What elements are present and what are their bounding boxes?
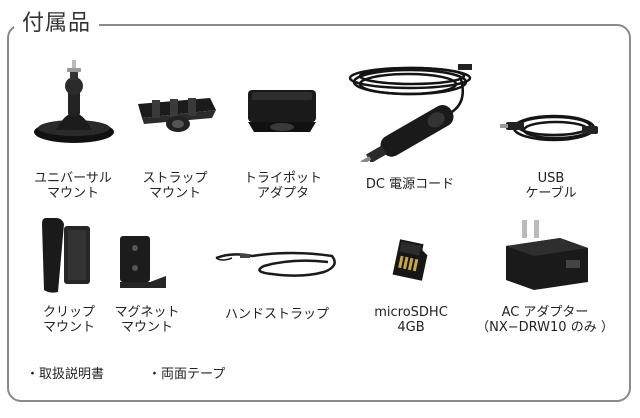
tripod-adapter-image [244,86,320,134]
hand-strap-image [212,244,342,284]
universal-mount-image [28,56,120,148]
note-double-sided-tape: ・両面テープ [148,367,226,382]
magnet-mount-label: マグネットマウント [114,305,180,335]
hand-strap-label: ハンドストラップ [224,307,329,322]
accessory-frame [7,24,631,402]
clip-mount-image [40,216,94,294]
usb-cable-image [500,104,604,152]
dc-power-cord-image [340,56,480,162]
strap-mount-image [132,94,218,136]
magnet-mount-image [116,234,168,290]
microsdhc-image [386,238,436,282]
ac-adapter-label: AC アダプター（NX−DRW10 のみ ） [476,305,614,335]
dc-power-cord-label: DC 電源コード [365,177,455,192]
clip-mount-label: クリップマウント [42,305,95,335]
ac-adapter-image [500,216,594,292]
strap-mount-label: ストラップマウント [142,171,208,201]
tripod-adapter-label: トライポットアダプタ [243,171,322,201]
note-manual: ・取扱説明書 [26,367,105,382]
section-title: 付属品 [14,9,100,39]
universal-mount-label: ユニバーサルマウント [34,171,112,201]
